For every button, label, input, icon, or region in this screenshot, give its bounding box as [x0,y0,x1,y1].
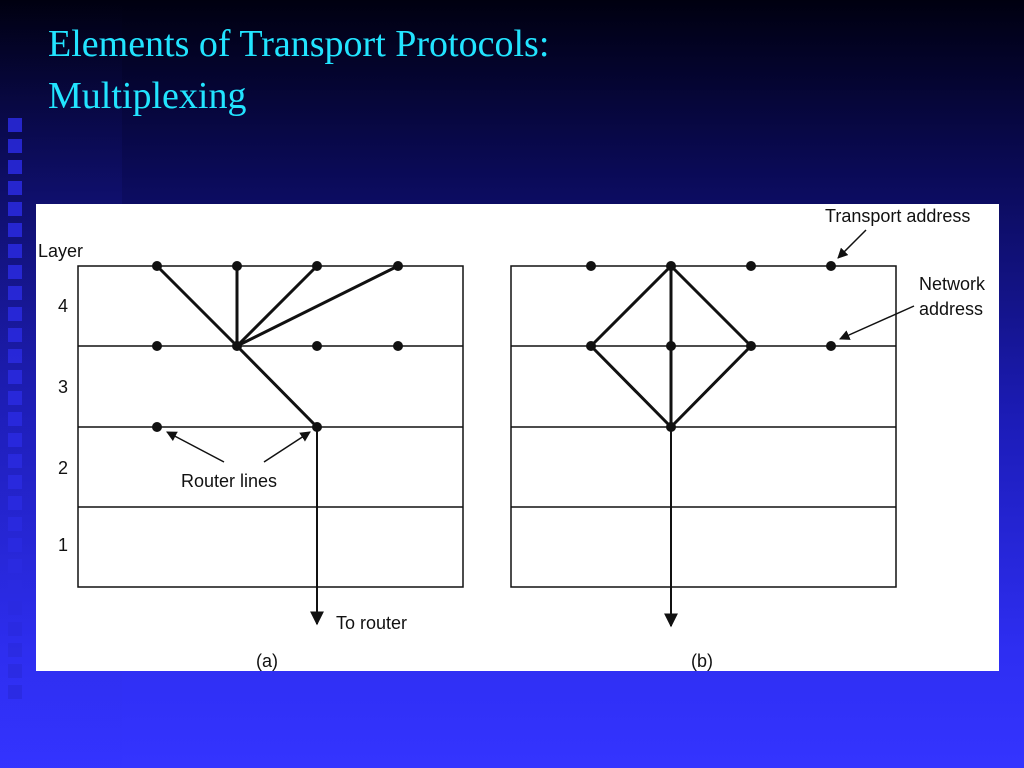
panel-b: Transport address Network address (b) [510,206,986,671]
layer-heading: Layer [38,241,83,261]
transport-address-label: Transport address [825,206,970,226]
caption-b: (b) [691,651,713,671]
network-address-label-line-1: Network [919,274,986,294]
transport-address-pointer [837,229,867,259]
panel-a-connections [155,264,399,429]
to-router-label: To router [336,613,407,633]
multiplexing-figure: Router lines To router (a) Layer 4 3 2 1 [36,204,999,671]
router-line-pointer-right [263,431,311,463]
panel-b-address-dots [586,261,836,432]
caption-a: (a) [256,651,278,671]
layer-label-2: 2 [58,458,68,478]
decorative-squares [8,118,22,706]
router-lines-label: Router lines [181,471,277,491]
multiplexing-diagram: Router lines To router (a) Layer 4 3 2 1 [38,206,986,671]
router-line-pointer-left [166,431,225,463]
slide-title: Elements of Transport Protocols: Multipl… [48,18,1008,122]
layer-label-3: 3 [58,377,68,397]
layer-label-4: 4 [58,296,68,316]
panel-a: Router lines To router (a) [77,261,464,671]
network-address-label-line-2: address [919,299,983,319]
slide-title-line-1: Elements of Transport Protocols: [48,23,550,65]
network-address-pointer [839,305,915,340]
panel-a-address-dots [152,261,403,432]
layer-label-1: 1 [58,535,68,555]
slide-title-line-2: Multiplexing [48,75,247,117]
